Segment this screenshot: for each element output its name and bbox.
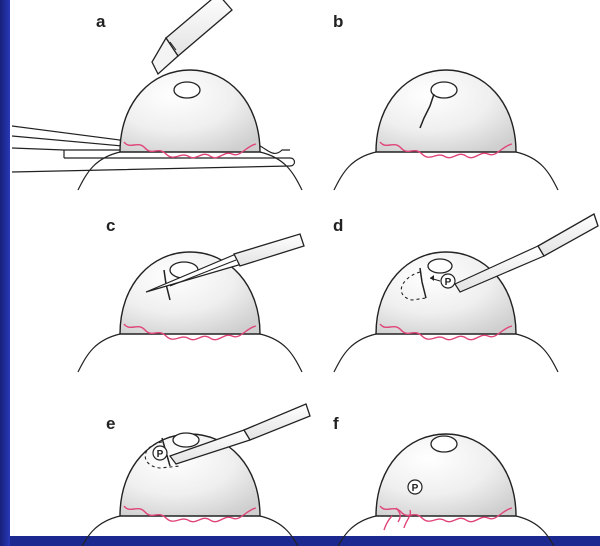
panel-label-f: f (333, 414, 339, 433)
panel-label-a: a (96, 12, 106, 31)
panel-c: c (78, 216, 304, 372)
marker-label-d: P (445, 277, 452, 288)
panel-label-e: e (106, 414, 115, 433)
marker-label-f: P (412, 483, 419, 494)
panel-b: b (333, 12, 558, 190)
panel-label-b: b (333, 12, 343, 31)
marker-label-e: P (157, 449, 164, 460)
panel-label-d: d (333, 216, 343, 235)
panel-e: e P (78, 404, 310, 546)
hole (174, 82, 200, 98)
panel-a: a (12, 0, 302, 190)
instrument-d (455, 214, 598, 292)
scalpel (152, 0, 232, 74)
panel-f: f P (333, 414, 558, 546)
panel-label-c: c (106, 216, 115, 235)
panel-d: d P (333, 214, 598, 372)
